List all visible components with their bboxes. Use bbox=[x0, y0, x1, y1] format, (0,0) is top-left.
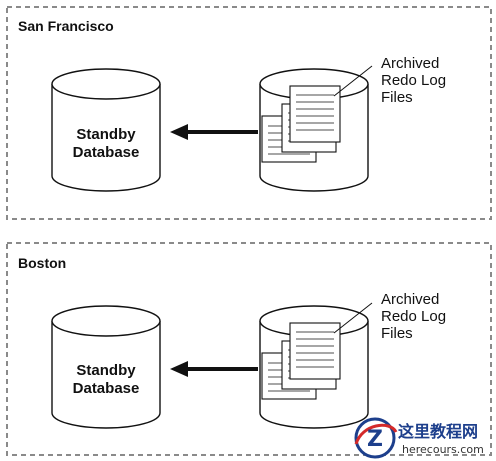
region-title: Boston bbox=[18, 255, 66, 271]
files-label-line2: Redo Log bbox=[381, 72, 446, 89]
database-label-line1: Standby bbox=[76, 126, 136, 143]
standby-database-cylinder: Standby Database bbox=[51, 305, 161, 429]
redo-log-arrow bbox=[170, 124, 258, 140]
callout-leader-line bbox=[333, 65, 373, 97]
files-label-line3: Files bbox=[381, 325, 413, 342]
callout-leader-line bbox=[333, 302, 373, 334]
files-label-line1: Archived bbox=[381, 55, 439, 72]
region-san-francisco: San Francisco Standby Database Archived … bbox=[6, 6, 492, 220]
region-border bbox=[6, 6, 492, 220]
files-label-line2: Redo Log bbox=[381, 308, 446, 325]
region-title: San Francisco bbox=[18, 18, 114, 34]
watermark-logo-letter: Z bbox=[367, 427, 383, 452]
watermark: Z 这里教程网 herecours.com bbox=[354, 417, 484, 459]
redo-log-arrow bbox=[170, 361, 258, 377]
region-boston: Boston Standby Database Archived Redo Lo… bbox=[6, 242, 492, 456]
database-label-line1: Standby bbox=[76, 362, 136, 379]
standby-database-cylinder: Standby Database bbox=[51, 68, 161, 192]
files-label-line3: Files bbox=[381, 89, 413, 106]
watermark-name: 这里教程网 bbox=[398, 422, 478, 441]
watermark-logo-icon: Z bbox=[354, 417, 398, 459]
watermark-url: herecours.com bbox=[402, 443, 484, 456]
region-border bbox=[6, 242, 492, 456]
database-label-line2: Database bbox=[73, 144, 140, 161]
files-label-line1: Archived bbox=[381, 291, 439, 308]
database-label-line2: Database bbox=[73, 380, 140, 397]
